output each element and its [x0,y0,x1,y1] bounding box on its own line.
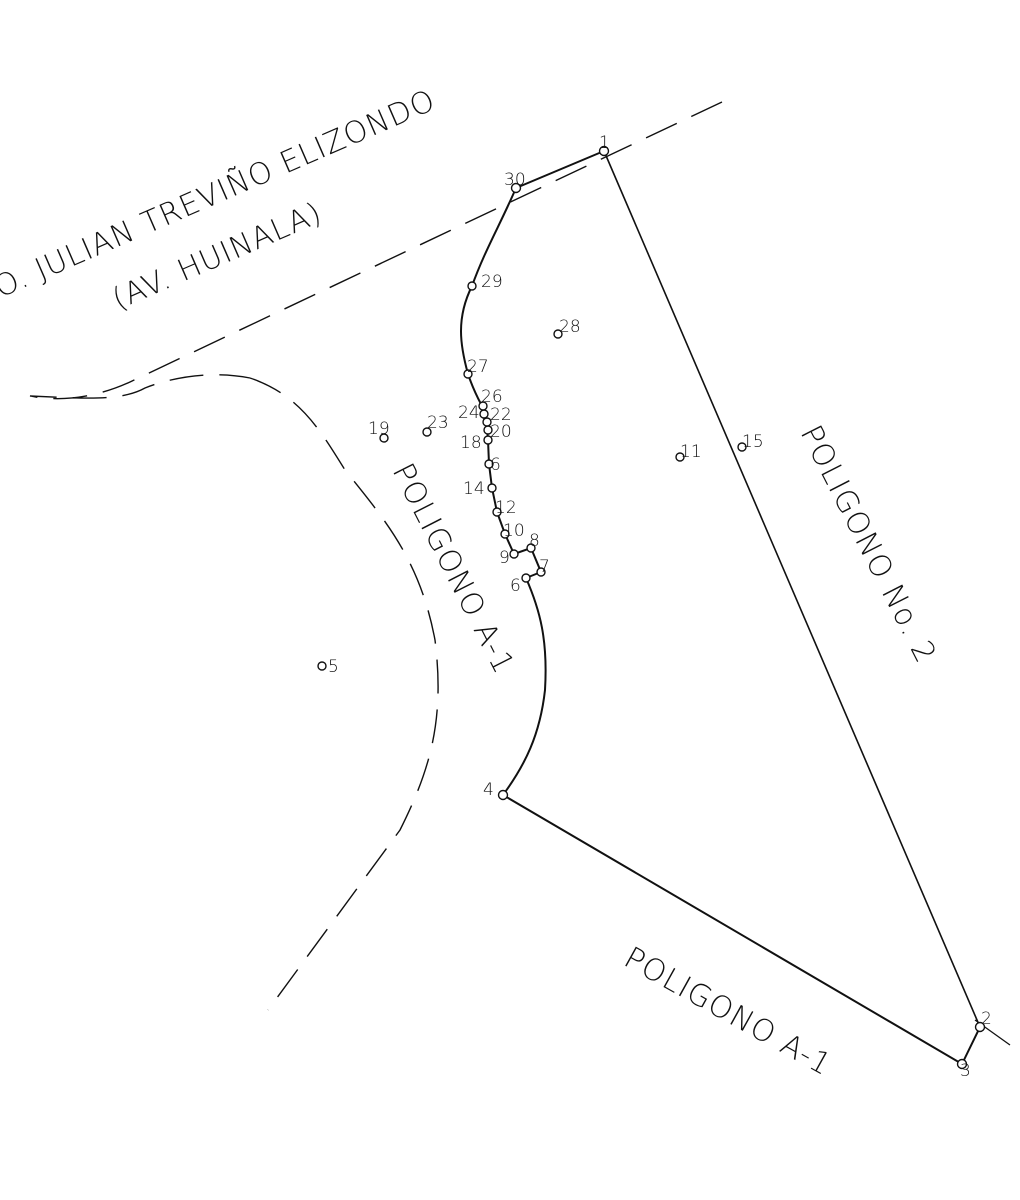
vertex-marker [598,145,610,157]
access-road-centerline [249,377,439,1011]
point-label: 20 [490,422,512,442]
point-label: 23 [427,413,449,433]
vertex-marker [479,409,489,419]
vertex-marker [483,435,493,445]
vertex-marker [500,529,510,539]
polygon-east-edge [603,150,981,1028]
point-label: 11 [680,442,702,462]
point-label: 18 [460,433,482,453]
point-label: 6 [490,455,501,475]
polygon-a1-left-label: POLIGONO A-1 [385,458,521,680]
point-label: 29 [481,272,503,292]
point-label: 2 [981,1009,992,1029]
vertex-marker [467,281,477,291]
point-label: 26 [481,387,503,407]
vertex-marker [956,1058,968,1070]
point-label: 19 [368,419,390,439]
point-label: 1 [599,133,610,153]
point-labels: 1 2 3 4 5 6 7 8 9 10 11 12 14 15 6 18 19… [328,133,992,1081]
point-label: 9 [499,548,510,568]
point-label: 15 [742,432,764,452]
vertex-marker [675,452,685,462]
vertex-marker [317,661,327,671]
vertex-marker [484,459,494,469]
vertex-marker [497,789,509,801]
vertex-marker [974,1021,986,1033]
vertex-marker [526,543,536,553]
vertex-marker [536,567,546,577]
point-label: 12 [495,498,517,518]
vertex-marker [521,573,531,583]
point-label: 4 [483,780,494,800]
vertex-marker [510,182,522,194]
vertex-marker [737,442,747,452]
point-label: 14 [463,479,485,499]
street-centerline [29,101,723,400]
point-label: 3 [960,1061,971,1081]
point-label: 10 [503,521,525,541]
point-label: 24 [458,403,480,423]
point-label: 5 [328,657,339,677]
vertex-marker [422,427,432,437]
point-label: 30 [504,170,526,190]
point-label: 8 [529,531,540,551]
vertex-marker [553,329,563,339]
vertex-marker [487,483,497,493]
vertex-marker [478,401,488,411]
vertex-marker [509,549,519,559]
point-label: 22 [490,405,512,425]
point-label: 7 [539,557,550,577]
vertex-marker [482,417,492,427]
vertex-marker [379,433,389,443]
vertex-marker [492,507,502,517]
point-label: 27 [467,357,489,377]
polygon-a1-bottom-label: POLIGONO A-1 [618,940,837,1083]
vertex-marker [463,369,473,379]
point-label: 6 [510,576,521,596]
point-label: 28 [559,317,581,337]
polygon-no2-label: POLIGONO No. 2 [793,420,943,669]
vertex-markers [317,145,986,1070]
